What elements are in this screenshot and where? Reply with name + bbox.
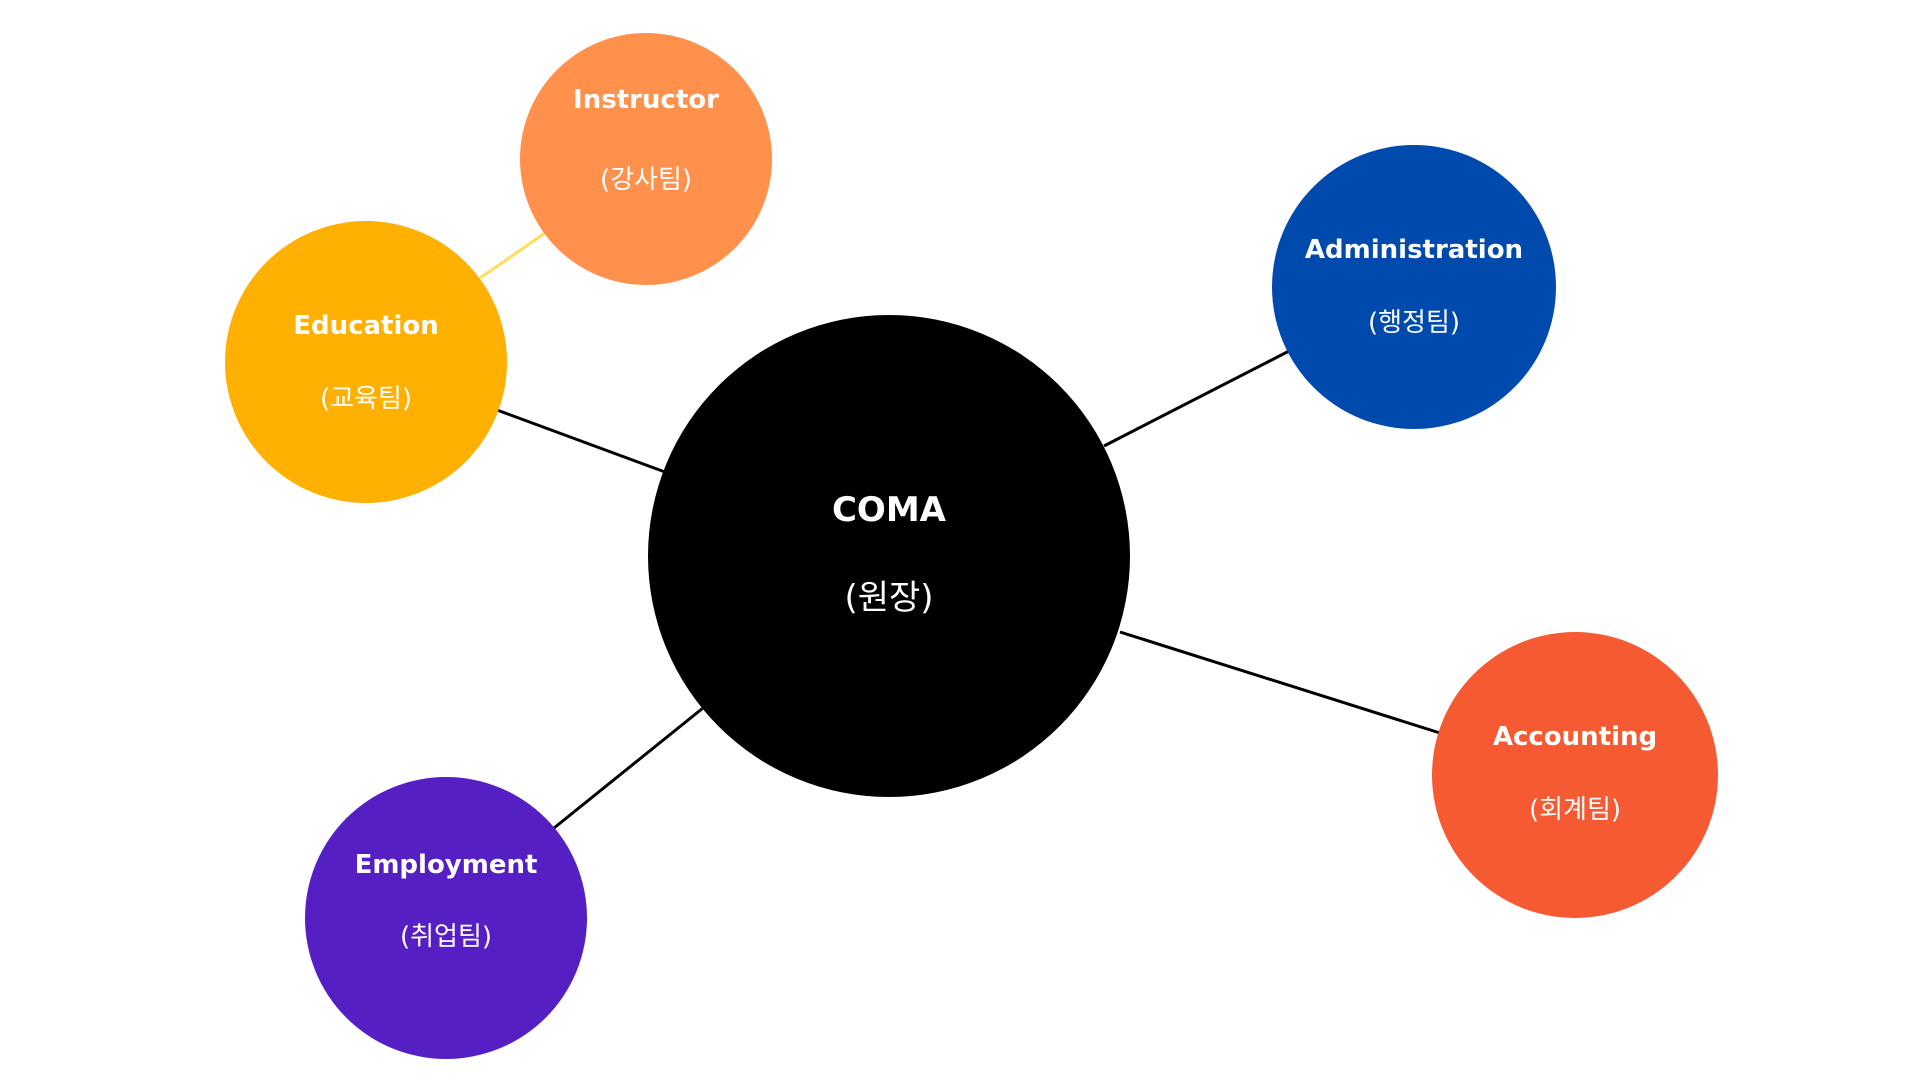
education-team-label: Education	[293, 311, 439, 341]
connector-center-education	[496, 408, 666, 474]
connector-center-administration	[1103, 348, 1292, 448]
connector-education-instructor	[479, 231, 546, 280]
employment-team-node: Employment (취업팀)	[305, 777, 587, 1059]
accounting-team-node: Accounting (회계팀)	[1432, 632, 1718, 918]
accounting-team-label: Accounting	[1492, 722, 1658, 752]
instructor-team-label: Instructor	[573, 85, 719, 115]
employment-team-korean-label: (취업팀)	[399, 922, 493, 952]
instructor-team-korean-label: (강사팀)	[599, 165, 693, 195]
administration-team-node: Administration (행정팀)	[1272, 145, 1556, 429]
connector-center-employment	[553, 706, 704, 830]
coma-director-korean-label: (원장)	[844, 578, 934, 618]
coma-director-label: COMA	[831, 490, 946, 530]
instructor-team-node: Instructor (강사팀)	[520, 33, 772, 285]
education-team-korean-label: (교육팀)	[319, 384, 413, 414]
accounting-team-korean-label: (회계팀)	[1528, 795, 1622, 825]
education-team-node: Education (교육팀)	[225, 221, 507, 503]
employment-team-label: Employment	[354, 850, 538, 880]
coma-director-node: COMA (원장)	[648, 315, 1130, 797]
connector-center-accounting	[1119, 630, 1441, 735]
administration-team-label: Administration	[1304, 235, 1524, 265]
administration-team-korean-label: (행정팀)	[1367, 308, 1461, 338]
